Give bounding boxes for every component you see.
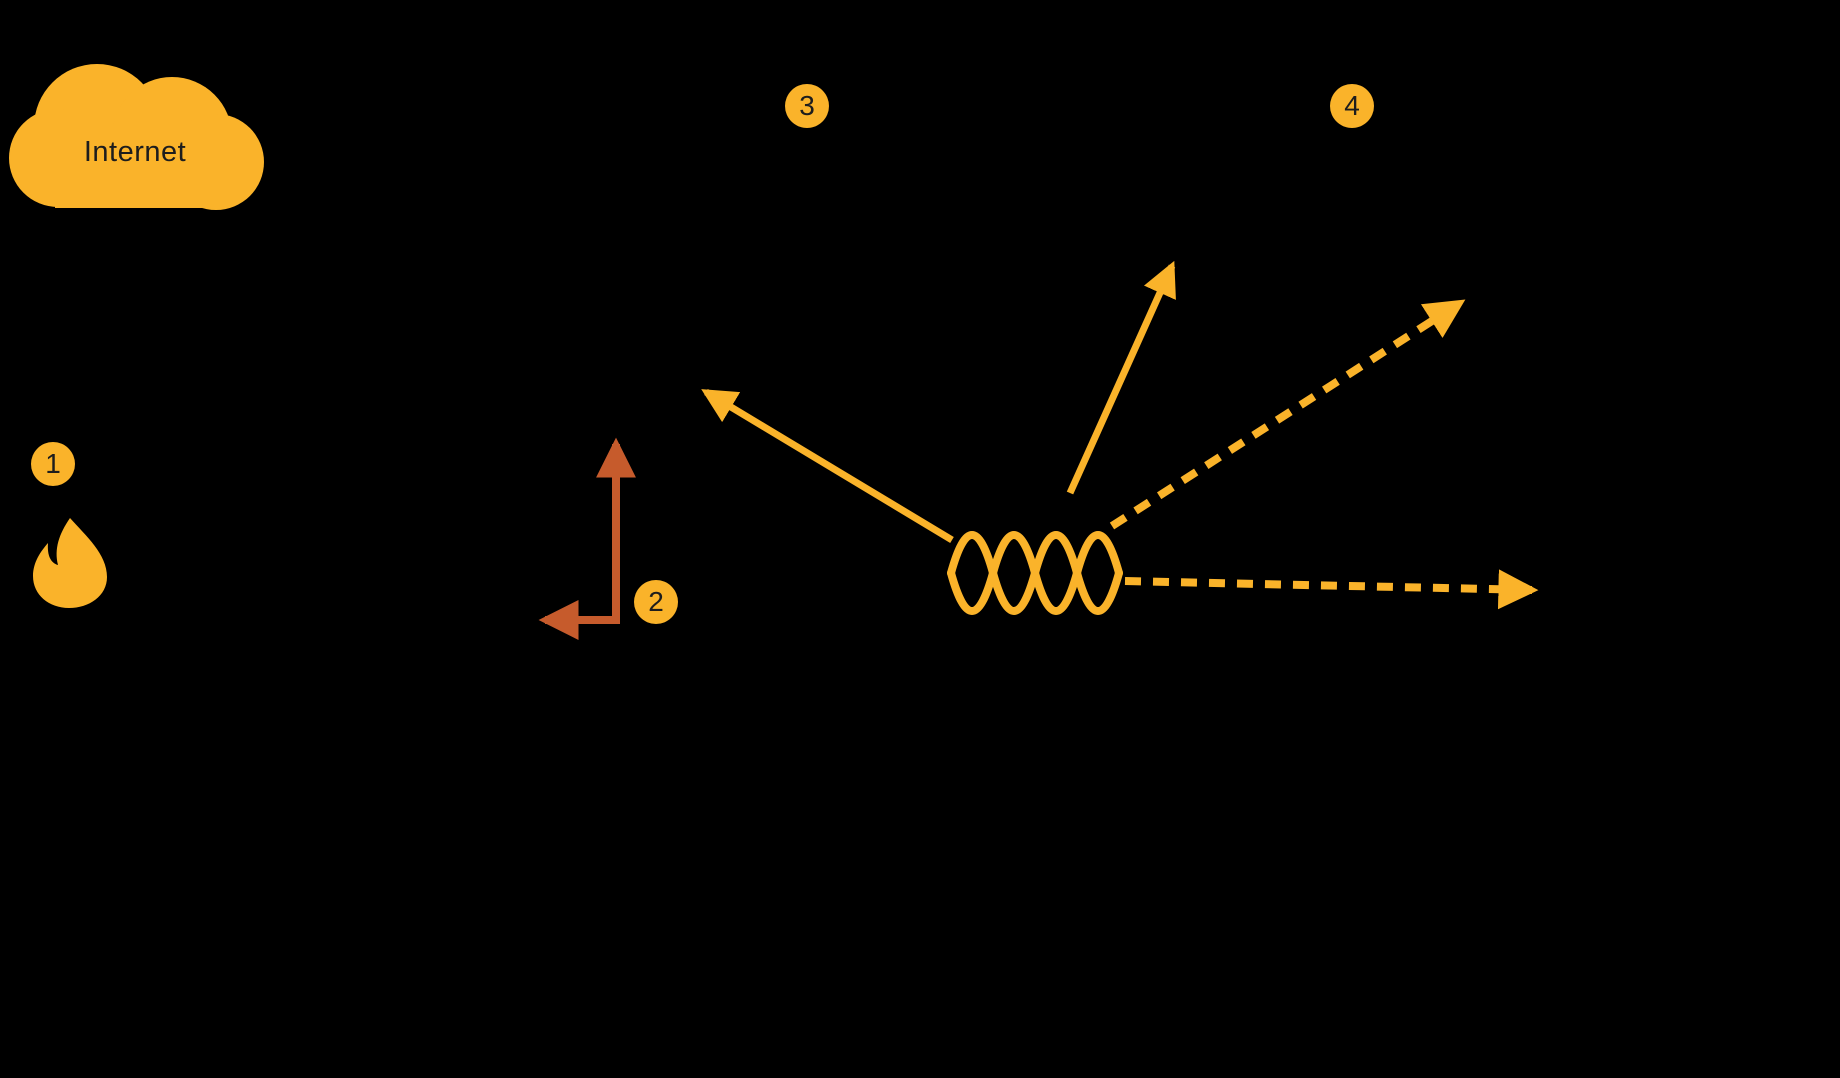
badge-3-label: 3 (799, 90, 815, 121)
arrow-up-right (1109, 299, 1466, 530)
cloud-label: Internet (83, 135, 187, 168)
badge-4-label: 4 (1344, 90, 1360, 121)
flame-icon (33, 518, 107, 608)
cloud-icon (9, 64, 264, 210)
badge-2-label: 2 (648, 586, 664, 617)
badge-2-circle (634, 580, 678, 624)
badge-1-label: 1 (45, 448, 61, 479)
step-badges (31, 84, 1374, 624)
badge-1-circle (31, 442, 75, 486)
elbow-arrow-up-and-left (538, 437, 636, 640)
badge-3-circle (785, 84, 829, 128)
arrow-right (1124, 569, 1539, 610)
arrow-up (1066, 260, 1176, 495)
interleaved-waves-icon (947, 531, 1123, 615)
badge-4-circle (1330, 84, 1374, 128)
arrow-up-left (701, 389, 954, 543)
wave-back (947, 531, 1123, 615)
